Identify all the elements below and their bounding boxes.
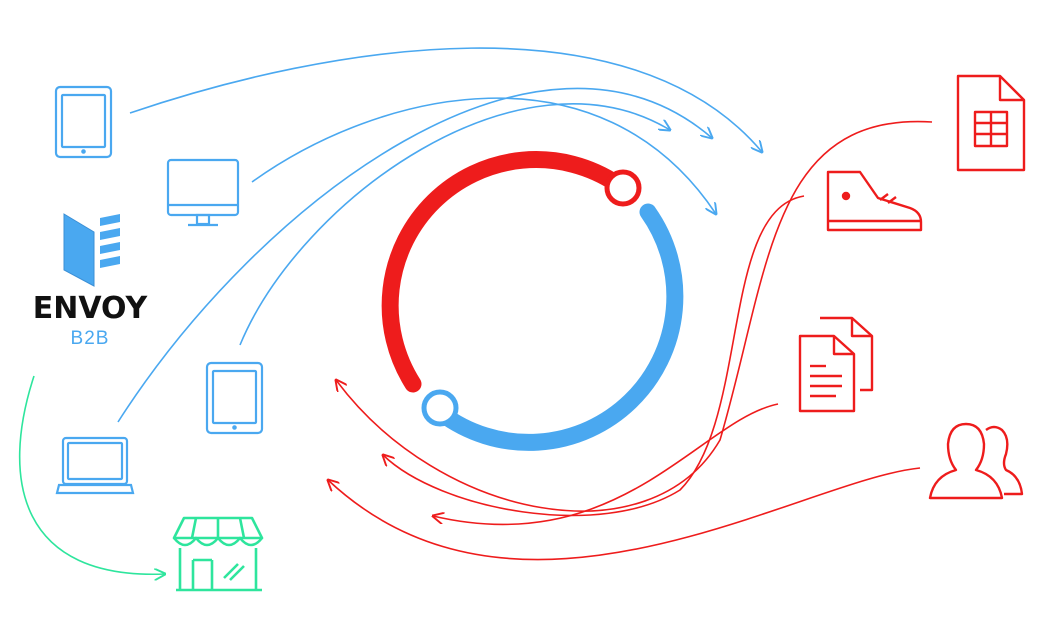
- logo-subtitle: B2B: [70, 328, 110, 349]
- red-arrow-2: [383, 195, 805, 517]
- spreadsheet-icon: [956, 74, 1026, 172]
- red-flow-arrows: [328, 120, 933, 561]
- desktop-monitor-icon: [166, 158, 240, 227]
- ring-red-node: [604, 169, 642, 207]
- red-arrow-3: [433, 403, 779, 526]
- laptop-icon: [55, 436, 135, 495]
- blue-arrow-4: [239, 103, 670, 346]
- red-arrow-1: [336, 120, 933, 512]
- green-flow-arrow: [18, 375, 165, 574]
- blue-arrow-2: [251, 97, 716, 214]
- blue-flow-arrows: [117, 47, 762, 423]
- documents-icon: [798, 316, 874, 413]
- users-icon: [928, 422, 1024, 500]
- envoy-logo-mark: [63, 213, 120, 287]
- ring-blue-node: [421, 389, 459, 427]
- ring-red-arc: [381, 151, 626, 393]
- cycle-ring-icon: [381, 151, 684, 451]
- storefront-icon: [172, 516, 264, 592]
- sneaker-icon: [826, 170, 923, 232]
- logo-wordmark: ENVOY: [32, 291, 148, 326]
- blue-arrow-1: [129, 47, 762, 152]
- tablet-icon: [205, 361, 264, 435]
- ring-blue-arc: [432, 203, 684, 451]
- tablet-icon: [54, 85, 113, 159]
- red-arrow-4: [328, 467, 921, 561]
- blue-arrow-3: [117, 87, 712, 423]
